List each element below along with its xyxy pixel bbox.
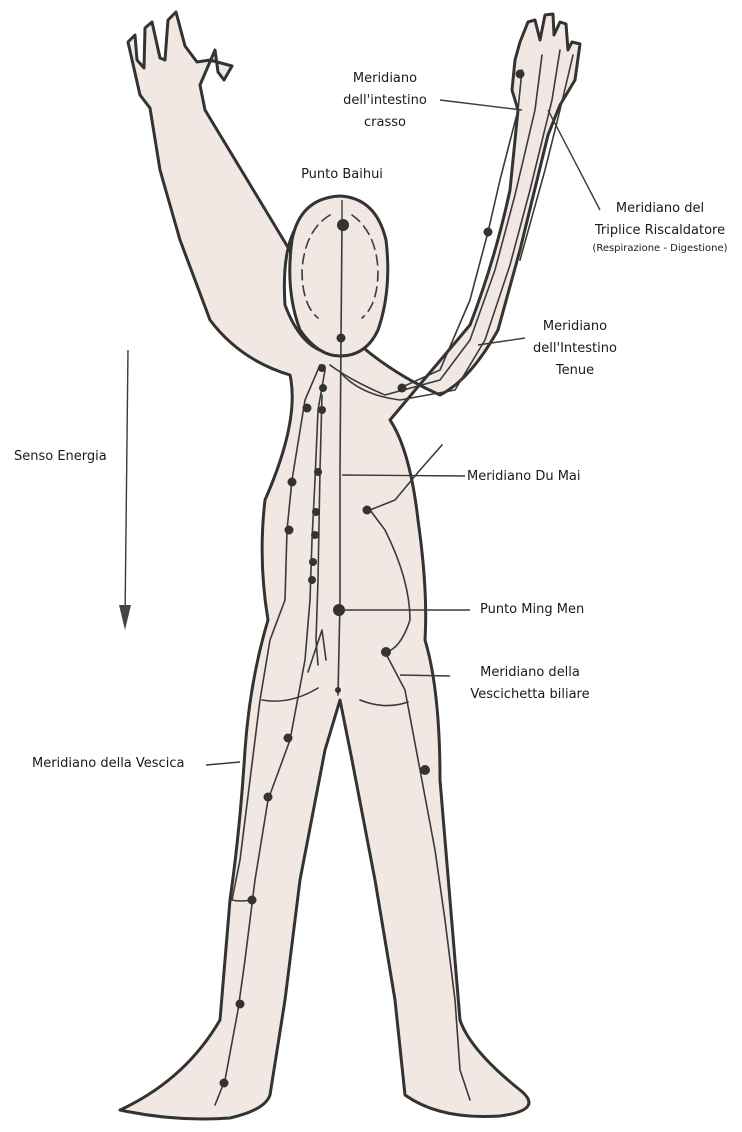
leader-gallbladder <box>400 675 450 676</box>
acupoint-bladder-10 <box>309 558 317 566</box>
acupoint-bladder-2 <box>319 384 327 392</box>
label-large-intestine-line-2: dell'intestino <box>330 90 440 112</box>
label-ming-men-point: Punto Ming Men <box>480 599 584 621</box>
leader-large-intestine <box>440 100 522 110</box>
label-large-intestine-meridian: Meridiano dell'intestino crasso <box>330 68 440 134</box>
acupoint-bladder-4 <box>318 406 326 414</box>
acupoint-bladder-12 <box>284 734 293 743</box>
leader-du-mai <box>342 475 465 476</box>
acupoint-baihui <box>337 219 349 231</box>
label-gallbladder-line-1: Meridiano della <box>455 662 605 684</box>
acupoint-ming-men <box>333 604 345 616</box>
acupoint-bladder-1 <box>318 364 326 372</box>
acupoint-bladder-9 <box>311 531 319 539</box>
acupoint-arm-1 <box>484 228 493 237</box>
label-large-intestine-line-1: Meridiano <box>330 68 440 90</box>
label-energy-direction: Senso Energia <box>14 446 107 468</box>
acupoint-bladder-calf <box>236 1000 245 1009</box>
acupoint-bladder-3 <box>303 404 312 413</box>
energy-arrow-line <box>125 350 128 620</box>
label-triple-heater-meridian: Meridiano del Triplice Riscaldatore (Res… <box>580 198 740 256</box>
acupoint-large-intestine-hand <box>516 70 525 79</box>
acupoint-du-mai-neck <box>337 334 346 343</box>
label-du-mai-meridian: Meridiano Du Mai <box>467 466 581 488</box>
acupoint-bladder-8 <box>285 526 294 535</box>
acupoint-bladder-ankle <box>220 1079 229 1088</box>
label-small-intestine-meridian: Meridiano dell'Intestino Tenue <box>520 316 630 382</box>
head <box>290 196 388 356</box>
leader-bladder <box>206 762 240 765</box>
acupoint-bladder-13 <box>264 793 273 802</box>
label-gallbladder-line-2: Vescichetta biliare <box>455 684 605 706</box>
acupoint-bladder-5 <box>314 468 322 476</box>
leader-triple-heater <box>548 110 600 210</box>
acupoint-shoulder <box>398 384 407 393</box>
acupoint-du-mai-low <box>335 687 341 693</box>
acupoint-bladder-6 <box>288 478 297 487</box>
label-small-intestine-line-2: dell'Intestino <box>520 338 630 360</box>
label-large-intestine-line-3: crasso <box>330 112 440 134</box>
label-triple-heater-line-2: Triplice Riscaldatore <box>580 220 740 242</box>
acupoint-gallbladder-thigh <box>420 765 430 775</box>
label-triple-heater-line-1: Meridiano del <box>580 198 740 220</box>
label-gallbladder-meridian: Meridiano della Vescichetta biliare <box>455 662 605 706</box>
acupoint-bladder-7 <box>312 508 320 516</box>
label-small-intestine-line-1: Meridiano <box>520 316 630 338</box>
label-baihui-point: Punto Baihui <box>282 164 402 186</box>
acupoint-gallbladder-1 <box>363 506 372 515</box>
label-triple-heater-note: (Respirazione - Digestione) <box>580 242 740 256</box>
acupoint-gallbladder-hip <box>381 647 391 657</box>
acupoint-bladder-knee <box>248 896 257 905</box>
label-small-intestine-line-3: Tenue <box>520 360 630 382</box>
acupoint-bladder-11 <box>308 576 316 584</box>
energy-arrow-head <box>119 605 131 630</box>
label-bladder-meridian: Meridiano della Vescica <box>32 753 184 775</box>
